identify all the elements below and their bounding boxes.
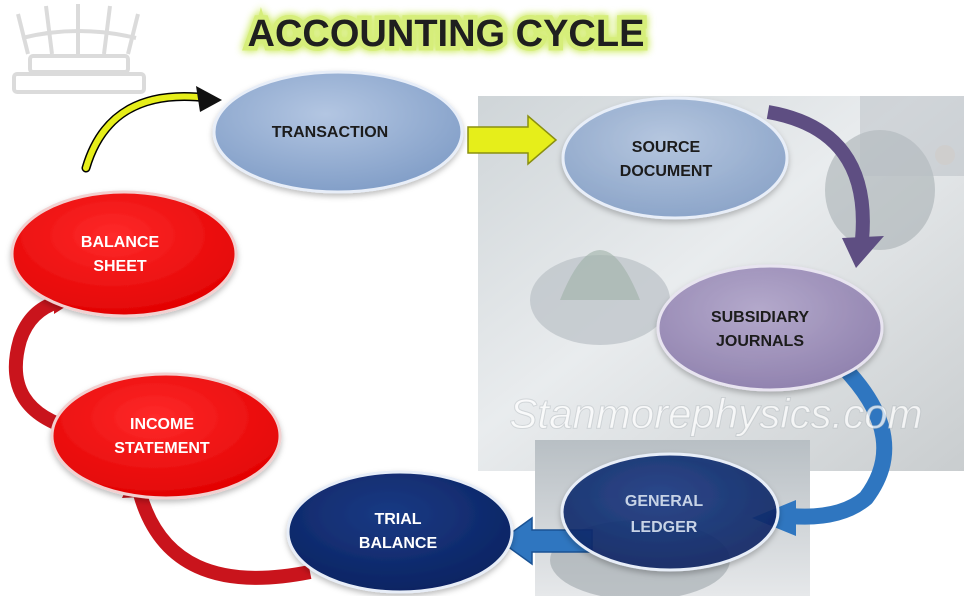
node-income-statement-label-1: INCOME bbox=[130, 416, 194, 433]
arrow-ledger-to-trial bbox=[498, 516, 593, 566]
arrow-source-to-subsidiary bbox=[766, 105, 884, 268]
node-transaction-label: TRANSACTION bbox=[272, 124, 388, 141]
node-general-ledger-label-1: GENERAL bbox=[625, 493, 703, 510]
node-subsidiary-journals: SUBSIDIARY JOURNALS bbox=[656, 264, 884, 392]
node-source-document-label-2: DOCUMENT bbox=[620, 163, 713, 180]
node-source-document-label-1: SOURCE bbox=[632, 139, 701, 156]
node-general-ledger-label-2: LEDGER bbox=[631, 519, 698, 536]
arrow-transaction-to-source bbox=[467, 114, 558, 166]
arrow-balance-sheet-to-transaction bbox=[81, 86, 222, 173]
node-subsidiary-journals-label-1: SUBSIDIARY bbox=[711, 309, 809, 326]
node-balance-sheet-label-2: SHEET bbox=[93, 258, 147, 275]
node-trial-balance-label-2: BALANCE bbox=[359, 535, 438, 552]
node-source-document: SOURCE DOCUMENT bbox=[561, 96, 789, 220]
node-trial-balance: TRIAL BALANCE bbox=[286, 470, 514, 594]
page-title: ACCOUNTING CYCLE bbox=[248, 13, 645, 55]
node-balance-sheet: BALANCE SHEET bbox=[10, 190, 238, 318]
node-transaction: TRANSACTION bbox=[212, 70, 464, 194]
node-trial-balance-label-1: TRIAL bbox=[374, 511, 421, 528]
page-title-text: ACCOUNTING CYCLE bbox=[248, 13, 645, 55]
node-subsidiary-journals-label-2: JOURNALS bbox=[716, 333, 804, 350]
node-general-ledger: GENERAL LEDGER bbox=[560, 452, 780, 572]
building-columns-icon bbox=[12, 4, 146, 94]
node-income-statement: INCOME STATEMENT bbox=[50, 372, 282, 500]
node-income-statement-label-2: STATEMENT bbox=[114, 440, 210, 457]
watermark-text: Stanmorephysics.com bbox=[509, 390, 922, 437]
node-balance-sheet-label-1: BALANCE bbox=[81, 234, 160, 251]
